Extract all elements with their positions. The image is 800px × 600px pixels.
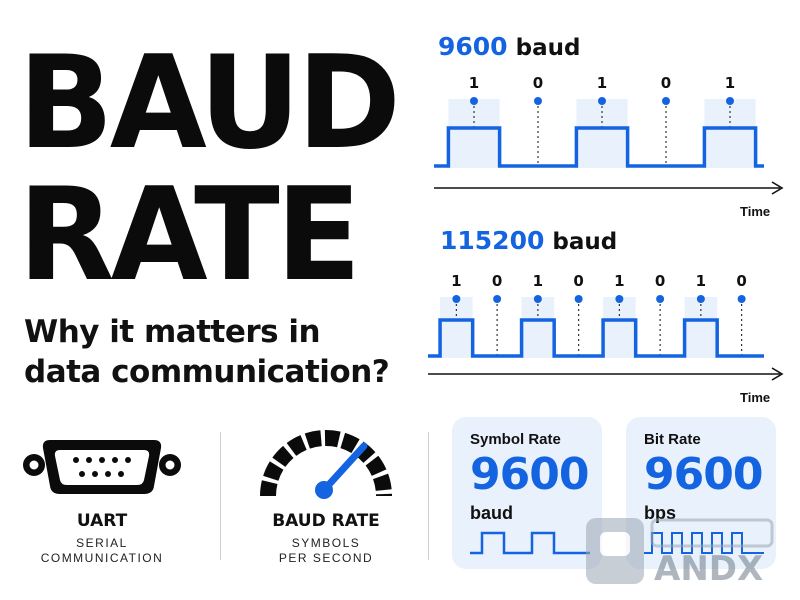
baud-rate-sub1: SYMBOLS: [291, 536, 361, 550]
time-axis-arrow: [771, 181, 784, 195]
card-label: Symbol Rate: [470, 431, 561, 448]
high-bit-band: [576, 99, 628, 168]
card-label: Bit Rate: [644, 431, 701, 448]
high-bit-band: [603, 297, 636, 358]
rate-unit: baud: [515, 35, 581, 61]
bit-label: 1: [597, 74, 607, 92]
bit-dot: [726, 97, 734, 105]
divider: [428, 432, 429, 560]
rate-title-115200: 115200 baud: [440, 226, 617, 255]
serial-port-icon: [23, 440, 181, 494]
rate-number: 9600: [438, 32, 508, 61]
signal-line: [428, 318, 764, 358]
bit-label: 1: [696, 272, 706, 290]
square-wave-icon: [644, 532, 764, 554]
time-axis-label: Time: [740, 204, 771, 219]
waveform-9600: 1 0 1 0 1: [434, 74, 784, 195]
bit-dot: [493, 295, 502, 303]
uart-label: UART: [76, 511, 128, 531]
symbol-rate-card: Symbol Rate 9600 baud: [452, 417, 602, 569]
bit-dot: [662, 97, 670, 105]
high-bit-band: [448, 99, 500, 168]
bit-label: 0: [492, 272, 502, 290]
high-bit-band: [521, 297, 555, 358]
bit-dot: [656, 295, 665, 303]
bit-dot: [574, 295, 583, 303]
watermark-text: ANDX: [654, 549, 763, 589]
bit-dot: [696, 295, 705, 303]
bit-rate-card: Bit Rate 9600 bps: [626, 417, 776, 569]
bit-dot: [598, 97, 606, 105]
square-wave-icon: [470, 531, 590, 555]
bit-label: 0: [661, 74, 671, 92]
baud-rate-sub2: PER SECOND: [278, 551, 374, 565]
bit-label: 1: [451, 272, 461, 290]
subtitle-line1: Why it matters in: [24, 314, 321, 350]
time-axis-arrow: [771, 367, 784, 381]
card-value: 9600: [470, 449, 589, 500]
bit-label: 1: [614, 272, 624, 290]
card-value: 9600: [644, 449, 763, 500]
card-unit: baud: [470, 503, 513, 523]
time-axis-label: Time: [740, 390, 771, 405]
baud-rate-caption: BAUD RATE SYMBOLS PER SECOND: [244, 511, 408, 566]
rate-unit: baud: [552, 229, 618, 255]
bit-label: 1: [469, 74, 479, 92]
uart-sub1: SERIAL: [76, 536, 128, 550]
uart-caption: UART SERIAL COMMUNICATION: [22, 511, 182, 566]
bit-label: 0: [655, 272, 665, 290]
signal-line: [434, 126, 764, 168]
bit-label: 1: [725, 74, 735, 92]
bit-dot: [737, 295, 746, 303]
bit-dot: [615, 295, 624, 303]
bit-dot: [533, 295, 542, 303]
bit-label: 0: [736, 272, 746, 290]
subtitle: Why it matters in data communication?: [24, 312, 414, 392]
bit-label: 0: [573, 272, 583, 290]
high-bit-band: [704, 99, 756, 168]
rate-number: 115200: [440, 226, 545, 255]
bit-label: 0: [533, 74, 543, 92]
rate-title-9600: 9600 baud: [438, 32, 580, 61]
card-unit: bps: [644, 503, 677, 523]
bit-dot: [534, 97, 542, 105]
hero-title: BAUD RATE: [18, 29, 401, 310]
waveform-115200: 1 0 1 0 1 0 1 0: [428, 272, 784, 381]
bit-dot: [470, 97, 478, 105]
baud-rate-label: BAUD RATE: [272, 511, 380, 531]
watermark-logo: ANDX: [586, 518, 774, 589]
uart-sub2: COMMUNICATION: [40, 551, 164, 565]
high-bit-band: [440, 297, 473, 358]
hero-title-line2: RATE: [18, 161, 361, 310]
bit-dot: [452, 295, 461, 303]
subtitle-line2: data communication?: [24, 354, 390, 390]
divider: [220, 432, 221, 560]
high-bit-band: [684, 297, 718, 358]
speedometer-icon: [260, 430, 392, 499]
hero-title-line1: BAUD: [18, 29, 401, 178]
bit-label: 1: [533, 272, 543, 290]
